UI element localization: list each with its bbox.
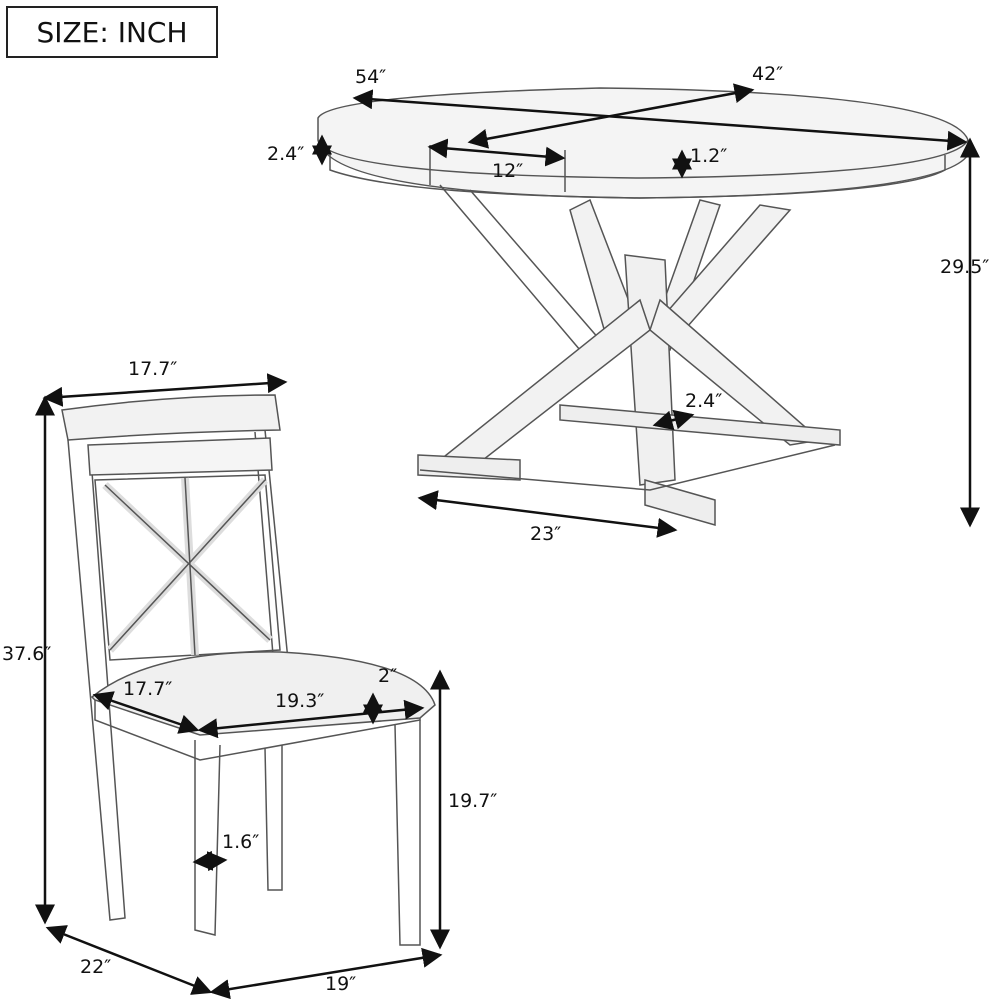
table-leaf-width-label: 12″ <box>492 160 524 182</box>
chair-seat-width-label: 19.3″ <box>275 690 325 712</box>
chair-seat-depth-label: 17.7″ <box>123 678 173 700</box>
chair-depth-label: 22″ <box>80 956 112 978</box>
chair-back-width-label: 17.7″ <box>128 358 178 380</box>
chair-width-label: 19″ <box>325 973 357 995</box>
chair-leg-thickness-label: 1.6″ <box>222 831 260 853</box>
chair-seat-height-label: 19.7″ <box>448 790 498 812</box>
table-apron-label: 1.2″ <box>690 145 728 167</box>
dimension-arrows <box>35 83 980 1000</box>
table-height-label: 29.5″ <box>940 256 990 278</box>
chair-height-label: 37.6″ <box>2 643 52 665</box>
table-width-label: 42″ <box>752 63 784 85</box>
unit-label: SIZE: INCH <box>36 15 188 49</box>
table-length-label: 54″ <box>355 66 387 88</box>
table-drawing <box>317 87 969 526</box>
table-base-width-label: 23″ <box>530 523 562 545</box>
unit-label-box: SIZE: INCH <box>6 6 218 58</box>
table-leg-thickness-label: 2.4″ <box>685 390 723 412</box>
chair-cushion-label: 2″ <box>378 665 398 687</box>
table-top-thickness-label: 2.4″ <box>267 143 305 165</box>
